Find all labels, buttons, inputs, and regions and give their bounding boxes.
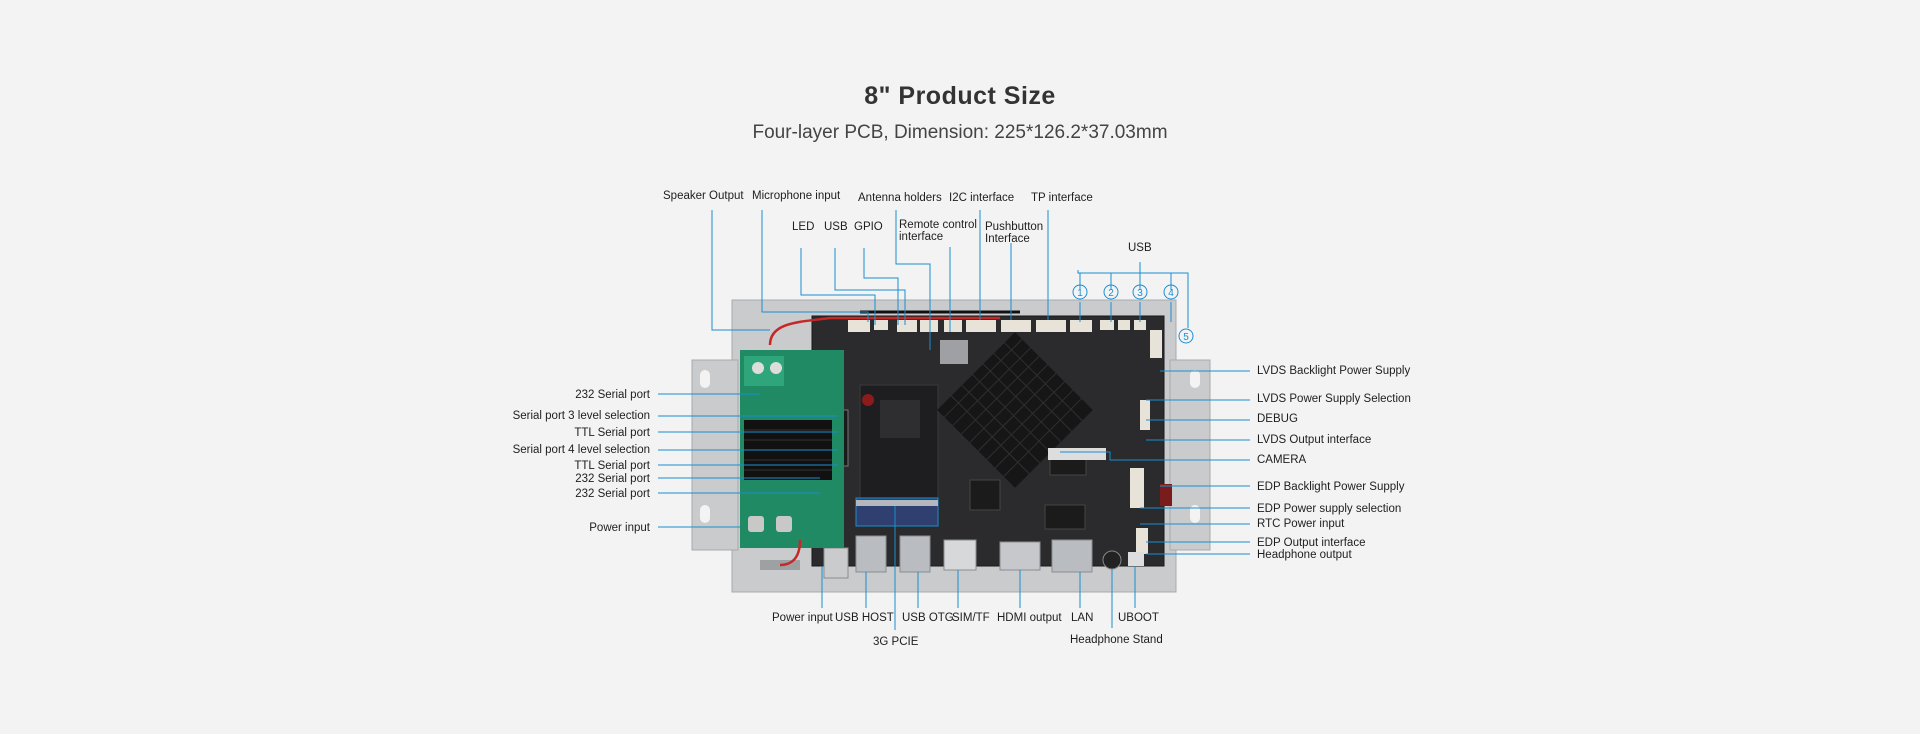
label-sim-tf: SIM/TF (952, 612, 990, 624)
page-title: 8" Product Size (864, 82, 1056, 110)
label-lvds-power-selection: LVDS Power Supply Selection (1257, 393, 1411, 405)
label-led: LED (792, 221, 815, 233)
usb-port-1-number: 1 (1077, 288, 1083, 299)
usb-port-5-number: 5 (1183, 332, 1189, 343)
leader-lines (658, 210, 1250, 630)
label-3g-pcie: 3G PCIE (873, 636, 919, 648)
label-serial3-level: Serial port 3 level selection (512, 410, 650, 422)
label-usb-top: USB (824, 221, 848, 233)
label-gpio: GPIO (854, 221, 883, 233)
label-232-serial-2: 232 Serial port (575, 473, 650, 485)
label-edp-power-selection: EDP Power supply selection (1257, 503, 1402, 515)
label-usb-otg: USB OTG (902, 612, 954, 624)
label-232-serial-3: 232 Serial port (575, 488, 650, 500)
page-subtitle: Four-layer PCB, Dimension: 225*126.2*37.… (752, 122, 1168, 143)
main-pcb (768, 310, 1172, 579)
label-edp-backlight: EDP Backlight Power Supply (1257, 481, 1405, 493)
label-rtc-power: RTC Power input (1257, 518, 1345, 530)
label-remote-control: Remote control interface (899, 219, 977, 243)
usb-port-4-number: 4 (1168, 288, 1174, 299)
label-power-input-bottom: Power input (772, 612, 833, 624)
label-antenna-holders: Antenna holders (858, 192, 942, 204)
label-usb-group: USB (1128, 242, 1152, 254)
usb-port-2-number: 2 (1108, 288, 1114, 299)
label-lan: LAN (1071, 612, 1094, 624)
serial-power-board (740, 350, 844, 567)
label-camera: CAMERA (1257, 454, 1307, 466)
label-ttl-serial-2: TTL Serial port (574, 460, 650, 472)
label-uboot: UBOOT (1118, 612, 1159, 624)
label-ttl-serial-1: TTL Serial port (574, 427, 650, 439)
label-speaker-output: Speaker Output (663, 190, 744, 202)
label-power-input-left: Power input (589, 522, 650, 534)
label-232-serial-1: 232 Serial port (575, 389, 650, 401)
label-debug: DEBUG (1257, 413, 1298, 425)
label-microphone-input: Microphone input (752, 190, 841, 202)
label-lvds-backlight: LVDS Backlight Power Supply (1257, 365, 1411, 377)
label-headphone-stand: Headphone Stand (1070, 634, 1163, 646)
label-hdmi-output: HDMI output (997, 612, 1062, 624)
label-pushbutton: Pushbutton Interface (985, 221, 1044, 245)
label-i2c-interface: I2C interface (949, 192, 1015, 204)
label-serial4-level: Serial port 4 level selection (512, 444, 650, 456)
usb-port-markers (1072, 284, 1194, 344)
label-usb-host: USB HOST (835, 612, 894, 624)
label-headphone-output: Headphone output (1257, 549, 1352, 561)
label-lvds-output: LVDS Output interface (1257, 434, 1372, 446)
label-tp-interface: TP interface (1031, 192, 1093, 204)
label-edp-output: EDP Output interface (1257, 537, 1366, 549)
usb-port-3-number: 3 (1137, 288, 1143, 299)
